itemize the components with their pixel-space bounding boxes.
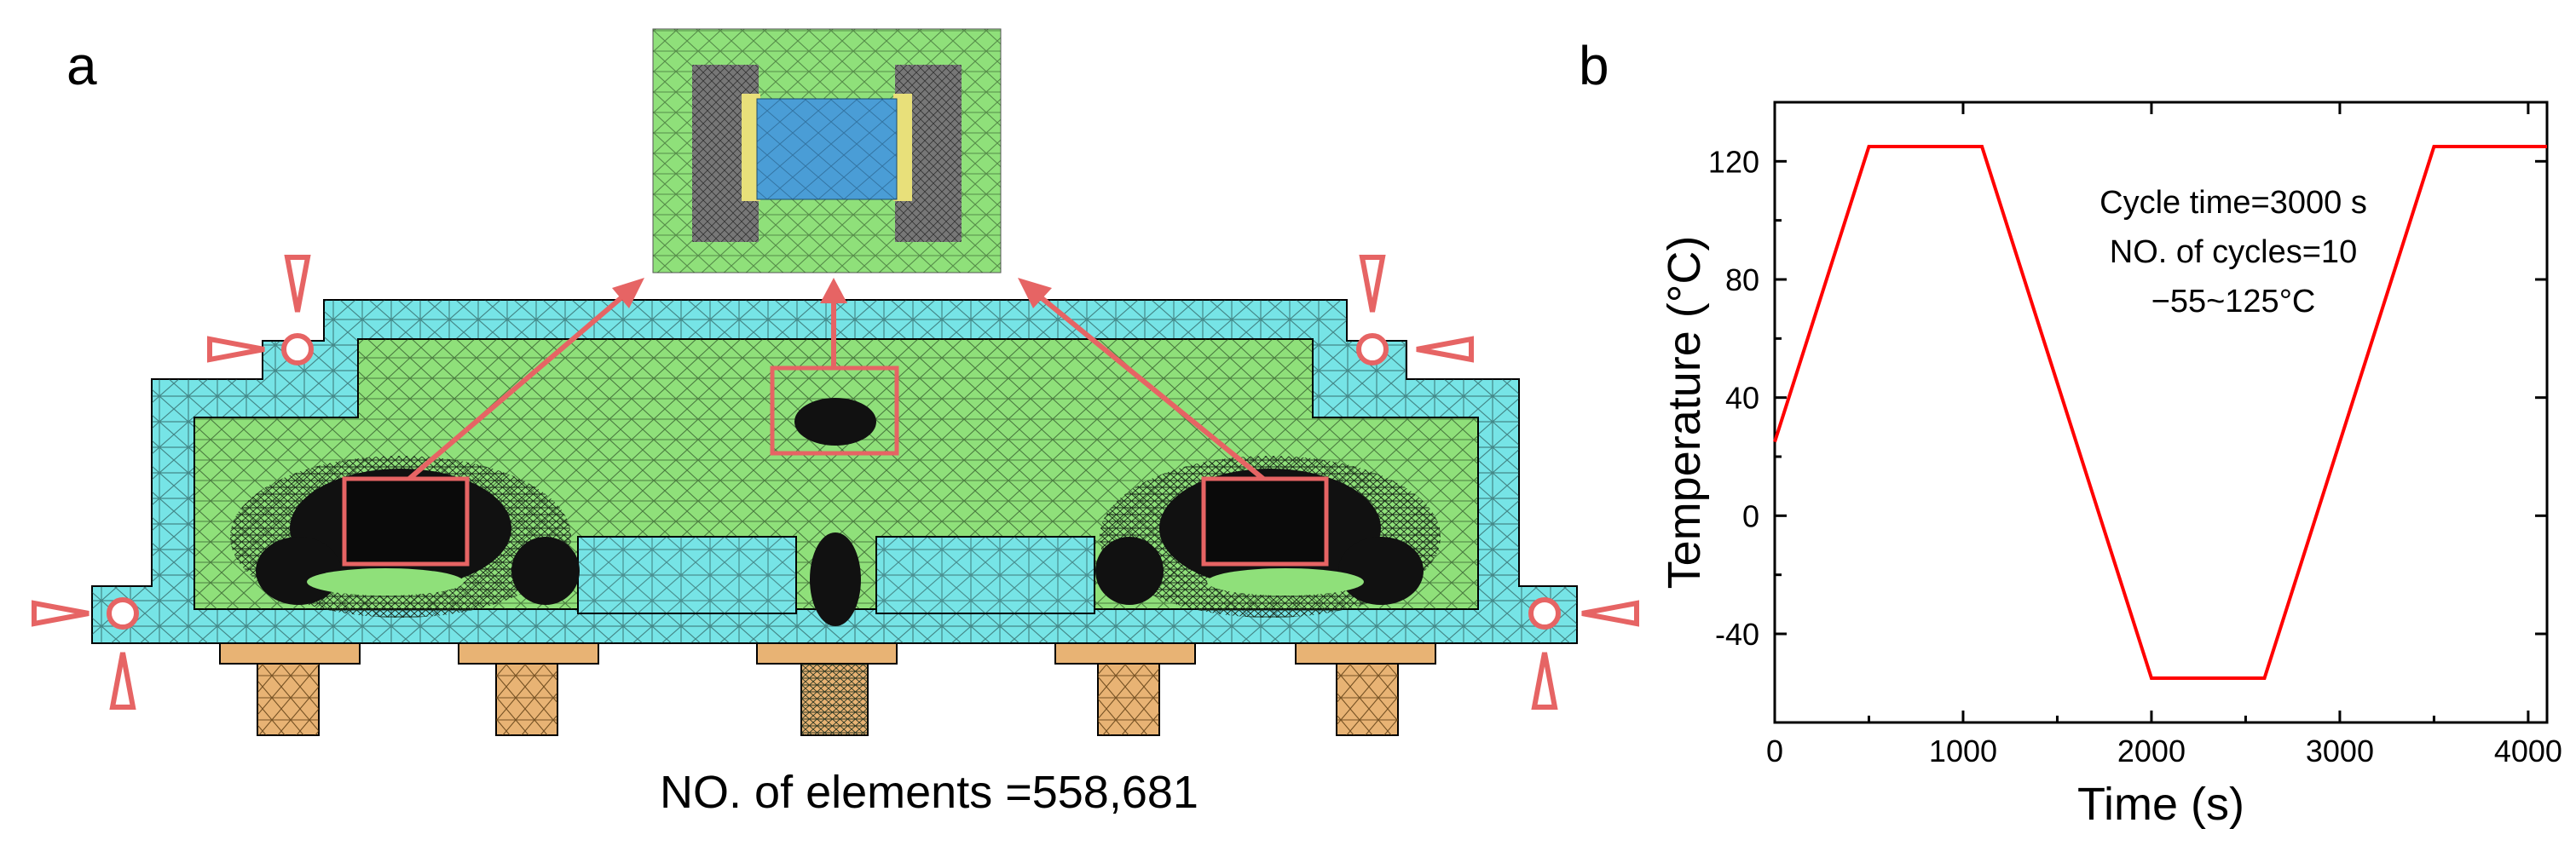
panel-a-label: a <box>66 35 97 96</box>
series-layer <box>1773 145 2547 680</box>
x-tick-label: 3000 <box>2306 734 2374 768</box>
y-axis-label: Temperature (°C) <box>1659 236 1710 590</box>
zoom-inset <box>652 28 1002 273</box>
y-tick-label: 80 <box>1725 262 1759 297</box>
y-axis-ticks: -40 0 40 80 120 <box>1708 144 2547 652</box>
x-tick-label: 1000 <box>1929 734 1997 768</box>
solder-balls <box>219 642 1436 736</box>
x-tick-label: 2000 <box>2117 734 2186 768</box>
temperature-profile-line <box>1773 145 2547 680</box>
pin-constraint-icon <box>1356 333 1389 365</box>
y-tick-label: -40 <box>1715 617 1759 652</box>
y-tick-label: 40 <box>1725 381 1759 416</box>
x-tick-label: 0 <box>1766 734 1783 768</box>
x-axis-label: Time (s) <box>2077 779 2244 830</box>
panel-b-label: b <box>1579 35 1609 96</box>
solder-ball <box>756 642 898 736</box>
annotation-temperature-range: −55~125°C <box>2151 284 2316 319</box>
highlight-box-right <box>1201 476 1329 567</box>
boundary-constraints <box>32 255 1639 710</box>
annotation-cycle-count: NO. of cycles=10 <box>2110 234 2357 270</box>
pin-constraint-icon <box>1528 597 1561 630</box>
zoom-arrows <box>407 278 1265 481</box>
temperature-cycle-chart: 0 1000 2000 3000 4000 -40 0 40 80 120 Time (s) T… <box>1659 101 2562 830</box>
plot-frame <box>1773 101 2549 724</box>
y-tick-label: 120 <box>1708 144 1759 179</box>
element-count-caption: NO. of elements =558,681 <box>660 767 1198 818</box>
annotation-cycle-time: Cycle time=3000 s <box>2099 185 2367 221</box>
solder-ball <box>219 642 361 736</box>
pin-constraint-icon <box>281 333 314 365</box>
y-tick-label: 0 <box>1742 498 1759 533</box>
highlight-box-left <box>342 476 470 567</box>
pin-constraint-icon <box>107 597 139 630</box>
panel-a-mesh-model: NO. of elements =558,681 <box>32 28 1639 818</box>
solder-ball <box>1295 642 1436 736</box>
solder-ball <box>458 642 599 736</box>
x-tick-label: 4000 <box>2494 734 2562 768</box>
solder-ball <box>1054 642 1196 736</box>
x-axis-ticks: 0 1000 2000 3000 4000 <box>1766 102 2562 768</box>
